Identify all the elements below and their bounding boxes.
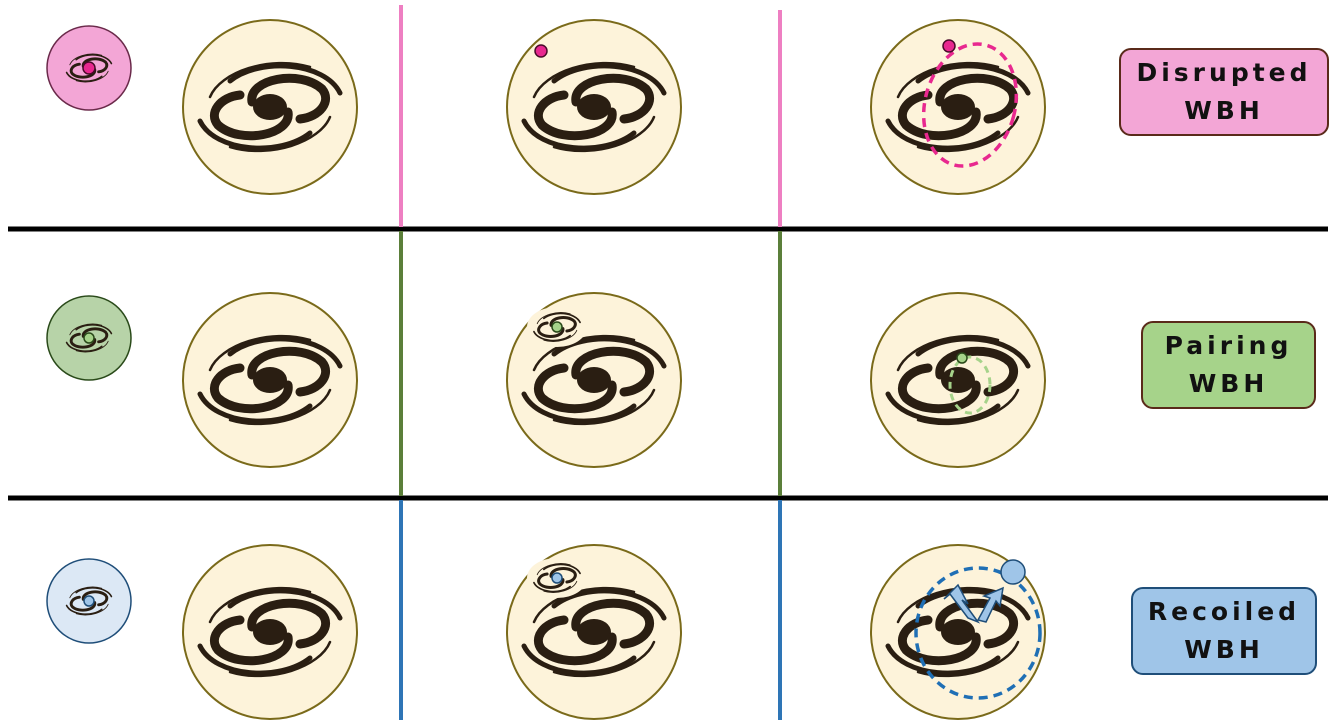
label-line1: Pairing [1164, 331, 1293, 360]
orbit-disrupted [921, 42, 1019, 168]
orbit-pairing [948, 355, 992, 415]
host-galaxy-final [871, 20, 1045, 194]
host-galaxy-initial [183, 545, 357, 719]
wandering-bh-pairing [956, 352, 968, 364]
host-galaxy-initial [183, 293, 357, 467]
small-galaxy-disrupted [46, 25, 132, 111]
label-line2: WBH [1184, 635, 1264, 664]
wandering-bh-disrupted-orbit [942, 39, 956, 53]
recoil-arrows [943, 583, 1004, 624]
host-galaxy-entry [507, 20, 681, 194]
label-line1: Recoiled [1147, 597, 1301, 626]
label-disrupted-wbh: Disrupted WBH [1119, 48, 1329, 136]
label-line2: WBH [1188, 369, 1269, 398]
small-galaxy-pairing [46, 295, 132, 381]
satellite-galaxy-pairing [527, 307, 587, 347]
label-recoiled-wbh: Recoiled WBH [1131, 587, 1317, 675]
satellite-galaxy-recoiled [527, 558, 587, 598]
host-galaxy-final [871, 293, 1045, 467]
wandering-bh-recoiled [1000, 559, 1026, 585]
small-galaxy-recoiled [46, 558, 132, 644]
wandering-bh-disrupted [534, 44, 548, 58]
label-line2: WBH [1184, 96, 1264, 125]
label-pairing-wbh: Pairing WBH [1141, 321, 1316, 409]
label-line1: Disrupted [1136, 58, 1312, 87]
orbit-recoiled [914, 566, 1042, 700]
host-galaxy-initial [183, 20, 357, 194]
